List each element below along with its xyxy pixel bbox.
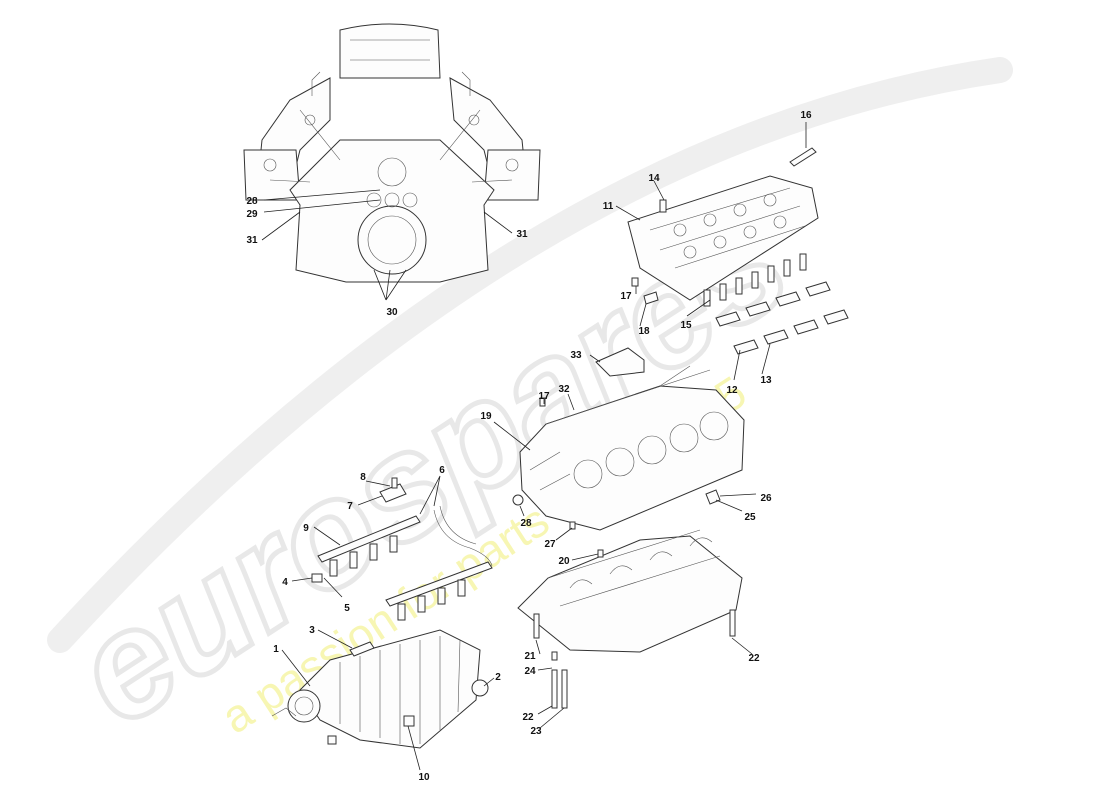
callout-29: 29: [246, 209, 258, 220]
intake-manifold: [271, 629, 489, 749]
callout-30: 30: [386, 307, 398, 318]
callout-25: 25: [744, 512, 756, 523]
callout-10: 10: [418, 772, 430, 783]
callout-21: 21: [524, 651, 536, 662]
callout-26: 26: [760, 493, 772, 504]
callout-22b: 22: [522, 712, 534, 723]
callout-3: 3: [309, 625, 315, 636]
callout-33: 33: [570, 350, 582, 361]
cylinder-head: [627, 147, 849, 355]
callout-17b: 17: [538, 391, 550, 402]
callout-11: 11: [603, 201, 614, 212]
injectors: [329, 535, 466, 621]
callout-20: 20: [558, 556, 570, 567]
callout-2: 2: [495, 672, 501, 683]
callout-31b: 31: [516, 229, 528, 240]
callout-9: 9: [303, 523, 309, 534]
callout-17a: 17: [620, 291, 632, 302]
watermark-swoosh: [47, 57, 1013, 653]
callout-1: 1: [273, 644, 279, 655]
valve-lifters: [703, 253, 807, 307]
callout-28b: 28: [246, 196, 258, 207]
callout-6: 6: [439, 465, 445, 476]
callout-32: 32: [558, 384, 570, 395]
callout-18: 18: [638, 326, 650, 337]
callout-8: 8: [360, 472, 366, 483]
leader-lines: [261, 122, 807, 771]
gasket: [595, 347, 645, 377]
callout-22a: 22: [748, 653, 760, 664]
callout-19: 19: [480, 411, 492, 422]
callout-5: 5: [344, 603, 350, 614]
lower-crankcase: [517, 529, 743, 709]
callout-31a: 31: [246, 235, 258, 246]
callout-28a: 28: [520, 518, 532, 529]
callout-13: 13: [760, 375, 772, 386]
callout-14: 14: [648, 173, 660, 184]
callout-7: 7: [347, 501, 353, 512]
callout-27: 27: [544, 539, 556, 550]
callout-24: 24: [524, 666, 536, 677]
fuel-rail-and-injectors: [311, 477, 493, 621]
callout-15: 15: [680, 320, 692, 331]
callouts: 1 2 3 4 5 6 7 8 9 10 11 12 13 14 15 16 1…: [246, 110, 812, 783]
callout-23: 23: [530, 726, 542, 737]
callout-4: 4: [282, 577, 288, 588]
engine-front-view: [243, 23, 541, 283]
callout-12: 12: [726, 385, 738, 396]
callout-16: 16: [800, 110, 812, 121]
cam-bearing-caps: [715, 281, 849, 355]
